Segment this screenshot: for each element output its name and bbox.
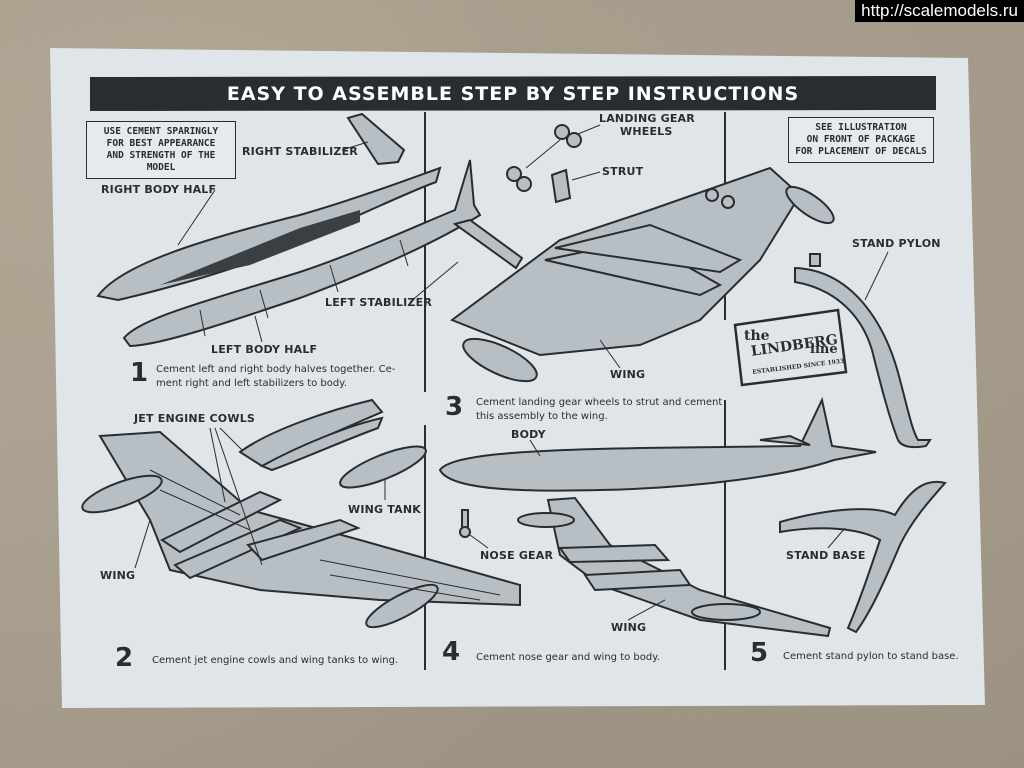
label-stand-pylon: STAND PYLON	[852, 237, 941, 250]
label-wing-tank: WING TANK	[348, 503, 421, 516]
nose-gear-part	[460, 510, 470, 537]
label-wing-step4: WING	[611, 621, 646, 634]
label-right-body-half: RIGHT BODY HALF	[101, 183, 216, 196]
label-left-body-half: LEFT BODY HALF	[211, 343, 317, 356]
label-stand-base: STAND BASE	[786, 549, 866, 562]
label-wing-step3: WING	[610, 368, 645, 381]
step-2-text: Cement jet engine cowls and wing tanks t…	[152, 654, 398, 668]
label-right-stabilizer: RIGHT STABILIZER	[242, 145, 358, 158]
label-landing-gear: LANDING GEAR	[599, 112, 695, 125]
page-title: EASY TO ASSEMBLE STEP BY STEP INSTRUCTIO…	[90, 77, 936, 111]
label-nose-gear: NOSE GEAR	[480, 549, 553, 562]
decals-note: SEE ILLUSTRATION ON FRONT OF PACKAGE FOR…	[788, 117, 934, 163]
step-3-text: Cement landing gear wheels to strut and …	[476, 396, 722, 424]
label-wheels: WHEELS	[620, 125, 673, 138]
label-body: BODY	[511, 428, 546, 441]
label-wing-step2: WING	[100, 569, 135, 582]
strut-part	[552, 170, 570, 202]
step-4-number: 4	[442, 637, 460, 667]
step-5-text: Cement stand pylon to stand base.	[783, 650, 959, 664]
step-4-text: Cement nose gear and wing to body.	[476, 651, 660, 665]
label-strut: STRUT	[602, 165, 643, 178]
logo-line: line	[810, 342, 838, 357]
cement-note: USE CEMENT SPARINGLY FOR BEST APPEARANCE…	[86, 121, 236, 179]
label-left-stabilizer: LEFT STABILIZER	[325, 296, 432, 309]
label-jet-engine-cowls: JET ENGINE COWLS	[134, 412, 255, 425]
step-3-number: 3	[445, 392, 463, 422]
step-5-number: 5	[750, 638, 768, 668]
step-1-text: Cement left and right body halves togeth…	[156, 363, 395, 391]
step-2-number: 2	[115, 643, 133, 673]
step-1-number: 1	[130, 358, 148, 388]
